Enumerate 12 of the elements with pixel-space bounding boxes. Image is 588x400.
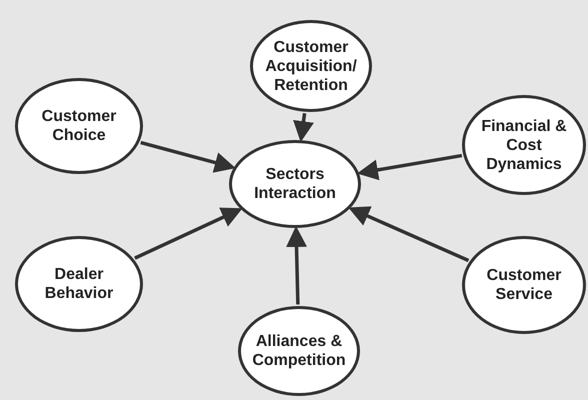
arrow [357,154,462,180]
node-label: Dealer Behavior [44,265,114,303]
node-label: Financial & Cost Dynamics [480,116,568,174]
node-label: Alliances & Competition [251,332,347,370]
node-label: Customer Choice [40,107,118,145]
node-label: Sectors Interaction [253,165,337,203]
node-label: Customer Acquisition/ Retention [264,38,358,94]
arrow [293,113,314,142]
node-label: Customer Service [486,266,562,304]
arrow [286,226,307,305]
arrow [348,206,470,262]
arrow [134,208,243,260]
